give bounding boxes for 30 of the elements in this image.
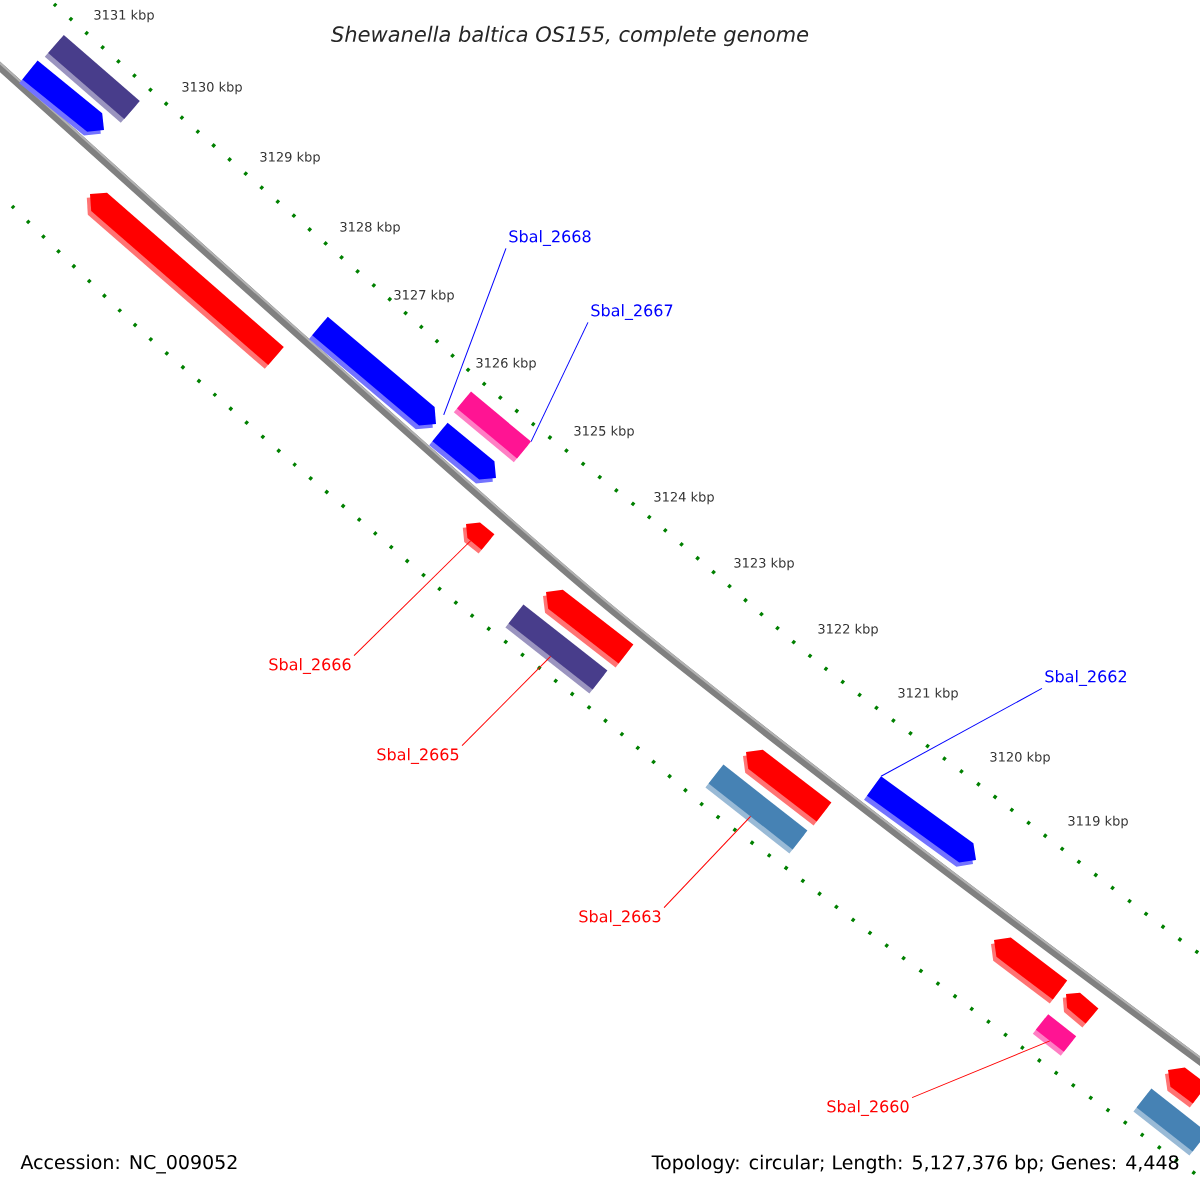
accession-text: Accession: NC_009052 bbox=[20, 1154, 237, 1174]
gene-block bbox=[19, 60, 104, 136]
gene-block bbox=[309, 316, 436, 430]
gene-block bbox=[86, 192, 284, 369]
leader-line bbox=[880, 687, 1043, 777]
gene-block bbox=[705, 764, 808, 854]
gene-block bbox=[1165, 1067, 1200, 1108]
gene-block bbox=[1133, 1088, 1200, 1156]
leader-line bbox=[461, 655, 552, 747]
genome-info-text: Topology: circular; Length: 5,127,376 bp; Genes: 4,448 bbox=[651, 1154, 1179, 1174]
gene-label: Sbal_2667 bbox=[591, 304, 673, 320]
gene-label: Sbal_2663 bbox=[579, 910, 661, 926]
gene-label: Sbal_2662 bbox=[1045, 670, 1127, 686]
gene-block bbox=[505, 604, 608, 694]
title: Shewanella baltica OS155, complete genome bbox=[331, 25, 809, 47]
leader-line bbox=[663, 815, 752, 909]
leader-line bbox=[443, 247, 507, 416]
gene-block bbox=[453, 391, 531, 463]
gene-label: Sbal_2660 bbox=[827, 1100, 909, 1116]
gene-block bbox=[1062, 992, 1099, 1028]
gene-block bbox=[864, 776, 976, 867]
leader-line bbox=[911, 1040, 1051, 1099]
leader-line bbox=[530, 321, 589, 443]
leader-line bbox=[353, 540, 472, 657]
gene-label: Sbal_2666 bbox=[269, 658, 351, 674]
gene-block bbox=[991, 937, 1068, 1004]
gene-block bbox=[462, 522, 495, 554]
gene-block bbox=[1032, 1014, 1077, 1056]
gene-label: Sbal_2665 bbox=[377, 748, 459, 764]
gene-label: Sbal_2668 bbox=[509, 230, 591, 246]
